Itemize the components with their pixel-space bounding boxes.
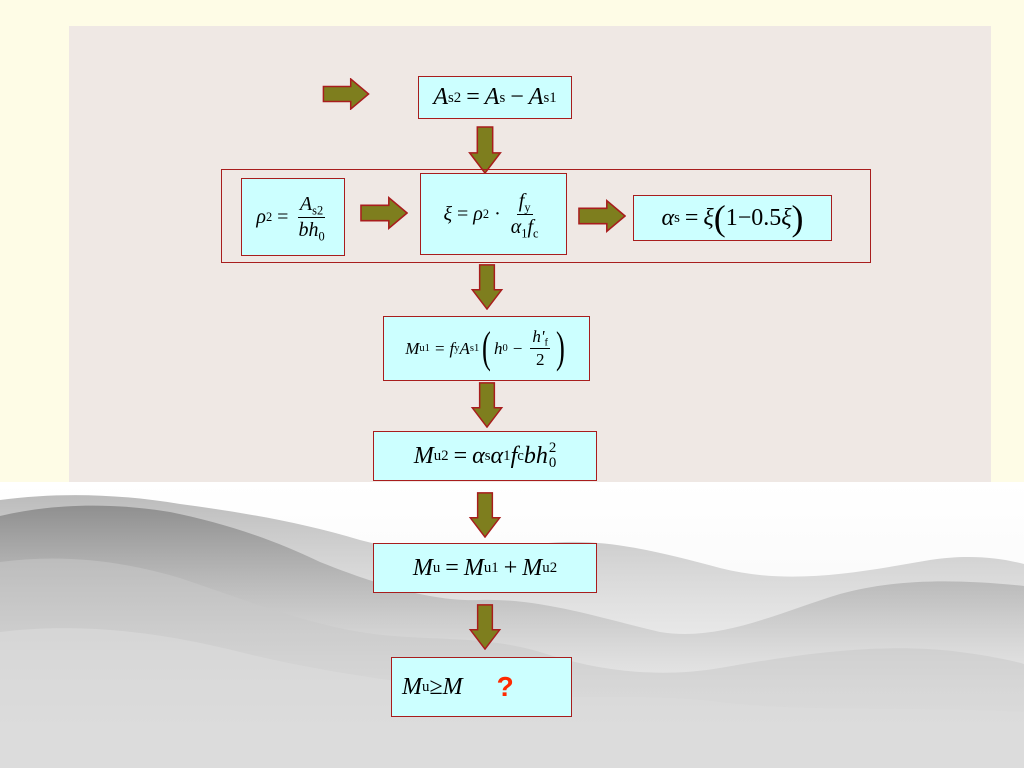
question-mark: ?	[496, 671, 514, 702]
xi-fraction: fy α1fc	[510, 189, 539, 240]
arrow-down-icon	[465, 604, 505, 650]
mu1-fraction: h'f 2	[530, 327, 551, 369]
arrow-down-icon	[465, 126, 505, 174]
arrow-right-icon	[322, 78, 370, 110]
misty-mountains-background	[0, 482, 1024, 768]
arrow-down-icon	[465, 492, 505, 538]
reinforcement-ratio-group	[221, 169, 871, 263]
arrow-down-icon	[467, 264, 507, 310]
arrow-down-icon	[467, 382, 507, 428]
rho2-fraction: As2 bh0	[297, 192, 326, 243]
arrow-right-icon	[578, 199, 626, 233]
arrow-right-icon	[360, 196, 408, 230]
